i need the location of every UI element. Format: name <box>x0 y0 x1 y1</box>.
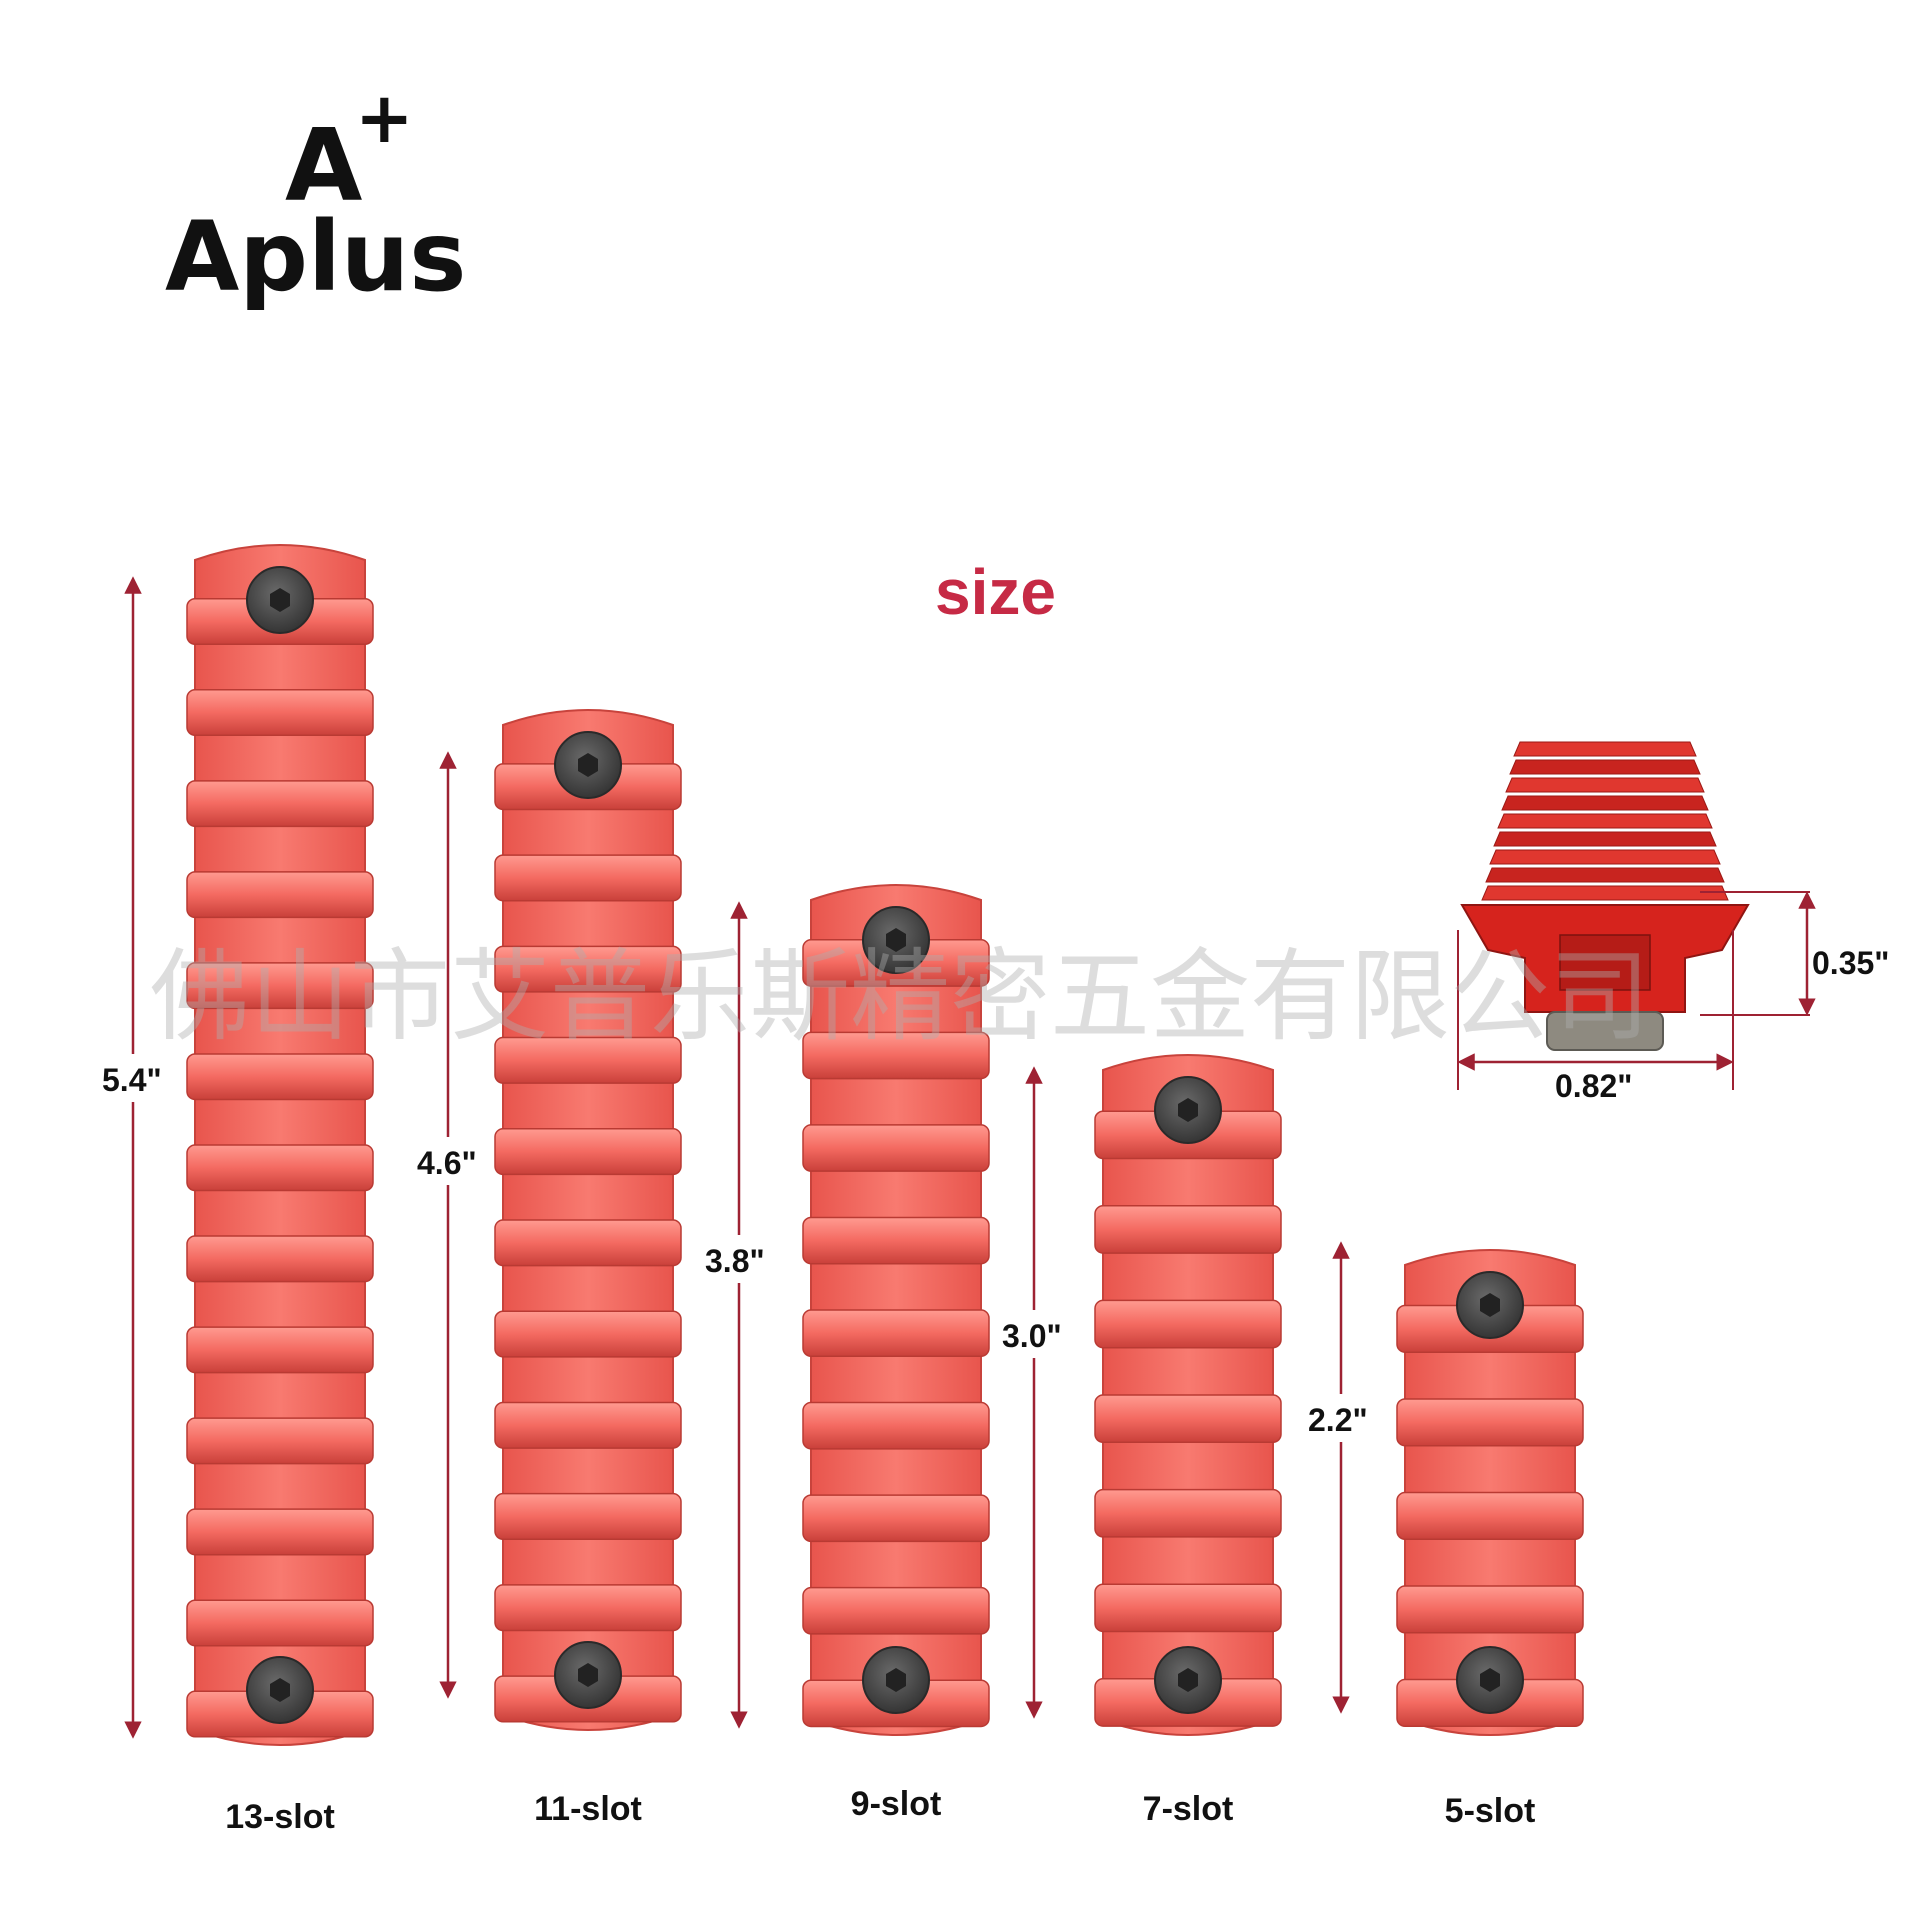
rail-name-label: 5-slot <box>1444 1792 1536 1830</box>
rail-name-label: 13-slot <box>225 1798 335 1836</box>
rail-9-slot <box>730 884 990 1736</box>
rail-ridge <box>1396 1491 1584 1541</box>
rail-length-label: 2.2" <box>1308 1402 1368 1438</box>
rail-ridge <box>494 1036 682 1084</box>
profile-height-label: 0.35" <box>1812 945 1890 981</box>
rail-5-slot <box>1332 1241 1584 1736</box>
rail-ridge <box>802 1494 990 1543</box>
rail-ridge <box>1094 1583 1282 1633</box>
rail-name-label: 9-slot <box>850 1785 942 1823</box>
profile-view <box>1457 741 1816 1090</box>
rail-ridge <box>494 945 682 993</box>
screw-icon <box>246 1656 314 1724</box>
rail-ridge <box>1094 1205 1282 1254</box>
logo-mark: A <box>285 107 362 224</box>
logo-text: Aplus <box>165 201 466 313</box>
rail-ridge <box>186 1144 374 1192</box>
rail-ridge <box>1396 1585 1584 1634</box>
screw-icon <box>1456 1271 1524 1339</box>
rail-ridge <box>1094 1394 1282 1444</box>
screw-icon <box>862 1646 930 1714</box>
rail-11-slot <box>439 709 682 1731</box>
rail-ridge <box>186 1326 374 1374</box>
rail-13-slot <box>124 544 374 1746</box>
screw-icon <box>554 731 622 799</box>
screw-icon <box>1154 1076 1222 1144</box>
rail-ridge <box>186 689 374 737</box>
rail-ridge <box>494 1401 682 1449</box>
rail-ridge <box>186 1508 374 1556</box>
rail-ridge <box>1094 1488 1282 1538</box>
rail-ridge <box>802 1124 990 1172</box>
rail-ridge <box>802 1309 990 1358</box>
rail-ridge <box>186 871 374 919</box>
rail-ridge <box>494 1492 682 1541</box>
nut-icon <box>1546 1011 1664 1051</box>
rail-ridge <box>494 1219 682 1267</box>
rail-ridge <box>186 1417 374 1465</box>
screw-icon <box>1456 1646 1524 1714</box>
rail-ridge <box>1396 1398 1584 1447</box>
rail-ridge <box>494 1310 682 1358</box>
rail-ridge <box>494 854 682 902</box>
aplus-logo-icon: A + Aplus <box>165 77 466 313</box>
rail-ridge <box>186 1053 374 1101</box>
logo-plus: + <box>355 90 414 159</box>
brand-logo: A + Aplus <box>165 77 485 335</box>
rail-ridge <box>802 1216 990 1265</box>
rail-ridge <box>494 1128 682 1176</box>
page-title: size <box>935 556 1056 628</box>
rail-ridge <box>1094 1299 1282 1349</box>
rail-ridge <box>802 1401 990 1450</box>
rail-ridge <box>494 1584 682 1632</box>
screw-icon <box>554 1641 622 1709</box>
rail-ridge <box>802 1031 990 1080</box>
rail-length-label: 3.0" <box>1002 1318 1062 1354</box>
rail-length-label: 4.6" <box>417 1145 477 1181</box>
screw-icon <box>1154 1646 1222 1714</box>
rail-name-label: 7-slot <box>1142 1790 1234 1828</box>
rail-ridge <box>802 1586 990 1635</box>
rail-ridge <box>186 1235 374 1283</box>
rail-ridge <box>186 1599 374 1647</box>
rail-name-label: 11-slot <box>534 1790 642 1828</box>
rail-ridge <box>186 962 374 1010</box>
rail-7-slot <box>1025 1054 1282 1736</box>
rail-ridge <box>186 780 374 828</box>
rail-length-label: 5.4" <box>102 1062 162 1098</box>
rail-length-label: 3.8" <box>705 1243 765 1279</box>
profile-width-label: 0.82" <box>1555 1068 1633 1104</box>
screw-icon <box>862 906 930 974</box>
screw-icon <box>246 566 314 634</box>
